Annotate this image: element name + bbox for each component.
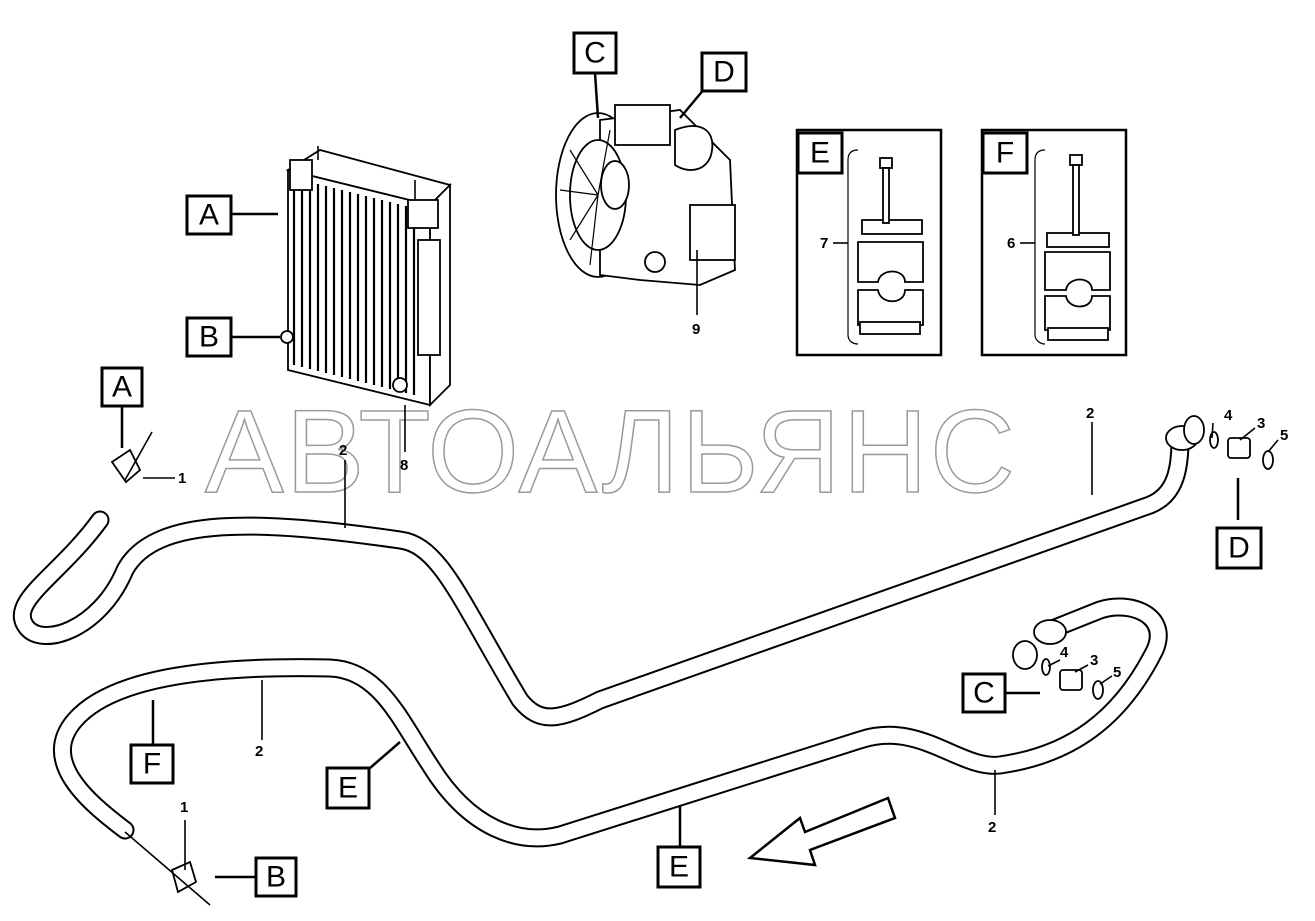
radiator-illustration (280, 146, 452, 408)
part-number-transmission: 9 (692, 321, 700, 338)
svg-text:E: E (338, 772, 358, 805)
callout-c-hose: C (961, 672, 1007, 714)
part-number-hose-top-left: 2 (339, 442, 347, 459)
part-number-clamp-set-f: 6 (1007, 235, 1015, 252)
callout-e-hose-1: E (325, 766, 371, 810)
callout-a-radiator: A (185, 194, 233, 236)
callout-b-hose: B (254, 856, 298, 898)
svg-text:F: F (996, 137, 1014, 170)
hose-upper (12, 430, 1190, 727)
hose-clamp-bottom (124, 831, 211, 906)
part-number-hose-top-right: 2 (1086, 405, 1094, 422)
svg-text:B: B (199, 321, 219, 354)
callout-f-detail: F (981, 131, 1029, 175)
part-number-hose-bottom-left: 2 (255, 743, 263, 760)
svg-text:C: C (584, 37, 606, 70)
part-number-plug-radiator: 8 (400, 457, 408, 474)
part-number-washer-c: 4 (1060, 644, 1069, 661)
detail-panel-e (795, 128, 943, 357)
part-number-fitting-d: 3 (1257, 415, 1265, 432)
callout-b-radiator: B (185, 316, 233, 358)
svg-text:D: D (713, 56, 735, 89)
callout-e-hose-2: E (656, 845, 702, 889)
svg-text:E: E (810, 137, 830, 170)
svg-text:E: E (669, 851, 689, 884)
hose-lower (53, 597, 1168, 848)
svg-text:A: A (112, 371, 132, 404)
part-number-ring-d: 5 (1280, 427, 1288, 444)
svg-text:F: F (143, 748, 161, 781)
callout-d-hose: D (1215, 526, 1263, 570)
detail-panel-f (980, 128, 1128, 357)
callout-c-transmission: C (572, 31, 618, 75)
direction-arrow-icon (746, 796, 897, 867)
callout-a-hose: A (100, 366, 144, 408)
part-number-clamp-set-e: 7 (820, 235, 828, 252)
callout-e-detail: E (796, 131, 844, 175)
transmission-illustration (555, 104, 736, 286)
svg-text:D: D (1228, 532, 1250, 565)
part-number-hose-bottom-right: 2 (988, 819, 996, 836)
svg-text:B: B (266, 861, 286, 894)
callout-f-hose: F (129, 743, 175, 785)
part-number-clamp-top: 1 (178, 470, 186, 487)
part-number-washer-d: 4 (1224, 407, 1233, 424)
callout-d-transmission: D (700, 51, 748, 93)
hose-clamp-top (110, 431, 153, 484)
watermark: АВТОАЛЬЯНС (205, 386, 1017, 518)
part-number-ring-c: 5 (1113, 664, 1121, 681)
part-number-fitting-c: 3 (1090, 652, 1098, 669)
svg-text:C: C (973, 677, 995, 710)
part-number-clamp-bottom: 1 (180, 799, 188, 816)
leader-lines (120, 72, 1279, 879)
elbow-fitting-c (1012, 619, 1104, 700)
svg-text:A: A (199, 199, 219, 232)
